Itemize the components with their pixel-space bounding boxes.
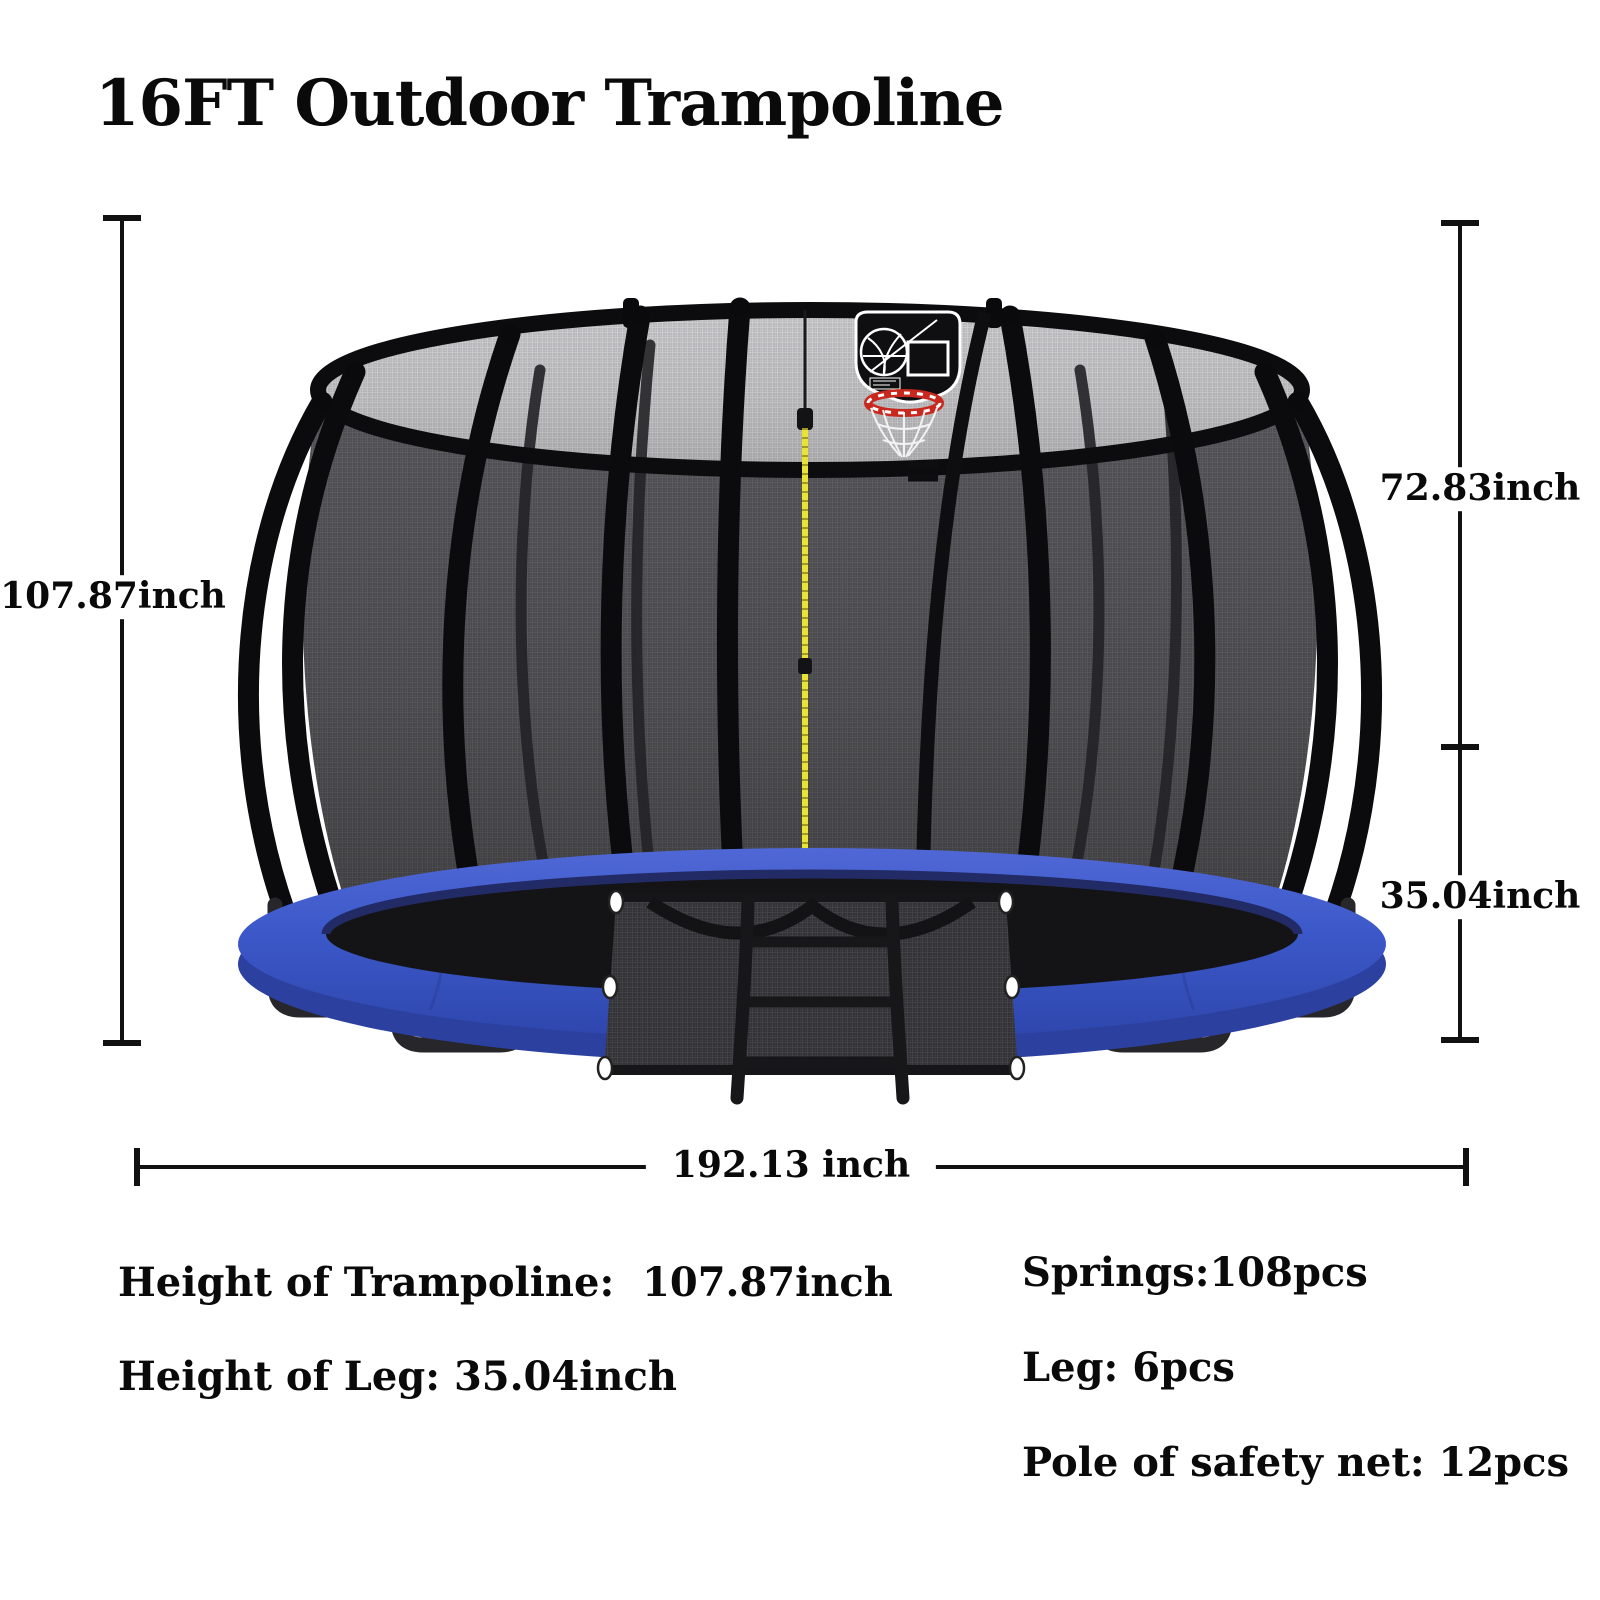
dim-left-cap-bottom <box>103 1040 141 1046</box>
front-poles <box>237 297 1383 961</box>
safety-net-wall <box>302 390 1318 959</box>
pole-clamps <box>313 299 1307 411</box>
dim-right-cap-bottom <box>1441 1037 1479 1043</box>
spec-springs: Springs:108pcs <box>1022 1249 1368 1296</box>
dim-label-net-height: 72.83inch <box>1373 467 1587 511</box>
dim-right-line <box>1458 223 1462 1042</box>
dim-label-leg-height: 35.04inch <box>1373 875 1587 919</box>
shooter-square <box>906 340 950 377</box>
spec-legs: Leg: 6pcs <box>1022 1344 1235 1391</box>
hoop-net <box>870 407 938 458</box>
dim-left-line <box>120 218 124 1044</box>
skirt-buckles <box>596 889 1026 1081</box>
dim-right-cap-top <box>1441 220 1479 226</box>
dim-bottom-cap-left <box>134 1148 140 1186</box>
hoop-pole <box>915 310 992 943</box>
spec-net-poles: Pole of safety net: 12pcs <box>1022 1439 1570 1486</box>
trampoline-illustration <box>237 297 1386 1105</box>
dim-right-tick-middle <box>1441 744 1479 750</box>
spec-height-trampoline: Height of Trampoline: 107.87inch <box>118 1259 893 1306</box>
ladder <box>730 895 910 1105</box>
net-top-opening <box>318 310 1302 470</box>
page-title: 16FT Outdoor Trampoline <box>95 66 1005 141</box>
dim-left-cap-top <box>103 215 141 221</box>
storage-skirt <box>596 889 1026 1081</box>
basketball-hoop <box>854 310 992 943</box>
spec-height-leg: Height of Leg: 35.04inch <box>118 1353 677 1400</box>
dim-label-total-height: 107.87inch <box>0 575 232 619</box>
dim-bottom-cap-right <box>1463 1148 1469 1186</box>
dim-label-total-width: 192.13 inch <box>645 1144 937 1188</box>
